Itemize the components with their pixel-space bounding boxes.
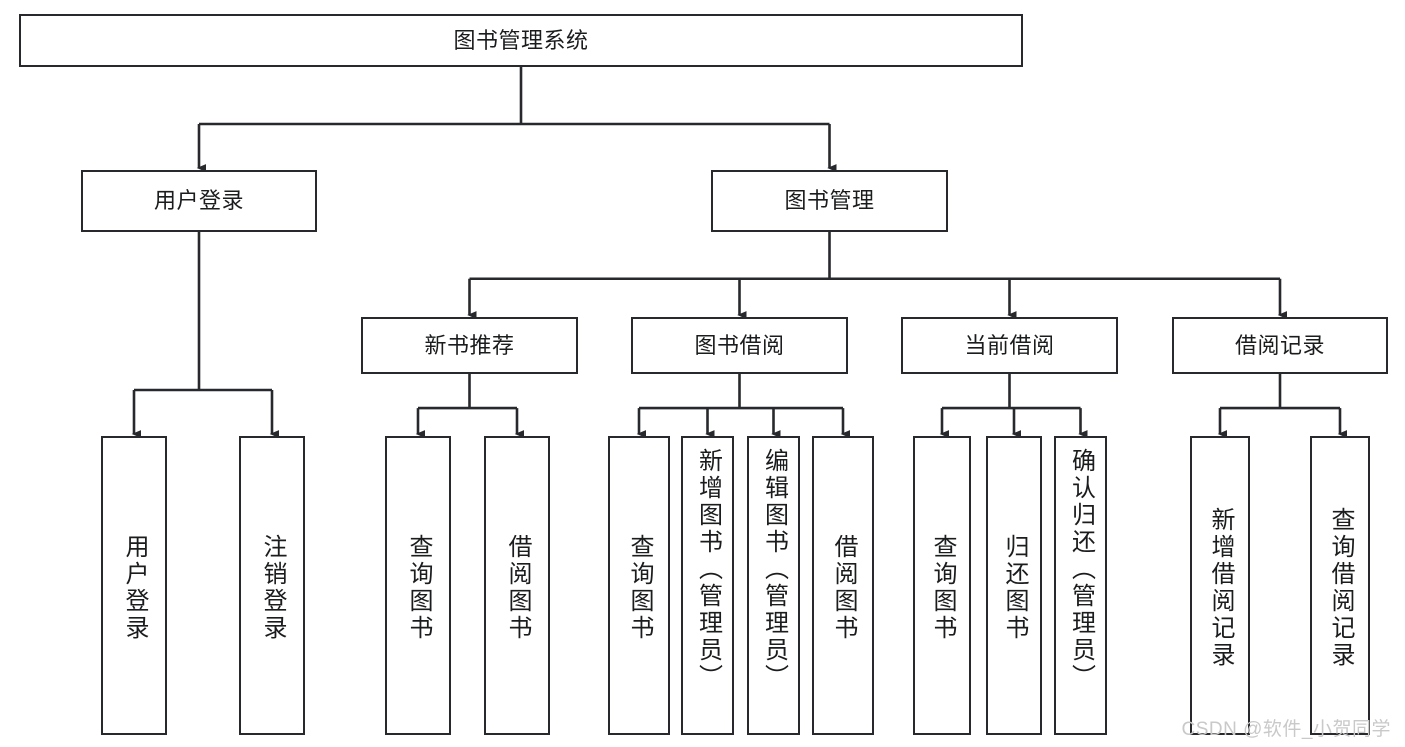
node-book-borrow-label: 图书借阅 (694, 332, 785, 358)
node-user-login-label: 用户登录 (153, 188, 244, 214)
node-leaf-borrow-book-rec[interactable]: 借阅图书 (484, 436, 550, 735)
node-leaf-add-borrow-record-label: 新增借阅记录 (1207, 506, 1234, 669)
edge-bus (469, 232, 1280, 281)
node-leaf-edit-book-admin-label: 编辑图书（管理员） (760, 448, 788, 691)
node-root-label: 图书管理系统 (453, 27, 589, 53)
node-leaf-user-logout-label: 注销登录 (259, 533, 286, 642)
node-leaf-query-book-cur-label: 查询图书 (929, 533, 956, 642)
node-borrow-record-label: 借阅记录 (1234, 332, 1325, 358)
node-leaf-query-borrow-record-label: 查询借阅记录 (1327, 506, 1354, 669)
node-leaf-borrow-book[interactable]: 借阅图书 (812, 436, 874, 735)
node-leaf-query-book-borrow[interactable]: 查询图书 (608, 436, 670, 735)
node-current-borrow-label: 当前借阅 (964, 332, 1055, 358)
node-current-borrow[interactable]: 当前借阅 (901, 317, 1118, 374)
node-new-book-recommend-label: 新书推荐 (424, 332, 515, 358)
node-leaf-confirm-return-admin-label: 确认归还（管理员） (1067, 448, 1095, 691)
node-leaf-query-borrow-record[interactable]: 查询借阅记录 (1310, 436, 1370, 735)
node-leaf-query-book-rec[interactable]: 查询图书 (385, 436, 451, 735)
node-leaf-add-book-admin[interactable]: 新增图书（管理员） (681, 436, 734, 735)
edge-bus (418, 374, 517, 410)
node-leaf-borrow-book-label: 借阅图书 (830, 533, 857, 642)
node-leaf-user-login[interactable]: 用户登录 (101, 436, 167, 735)
edge-paths (131, 67, 1348, 438)
edge-bus (639, 374, 843, 410)
edge-bus (199, 67, 830, 126)
node-leaf-confirm-return-admin[interactable]: 确认归还（管理员） (1054, 436, 1107, 735)
edge-bus (1220, 374, 1340, 410)
node-leaf-query-book-cur[interactable]: 查询图书 (913, 436, 971, 735)
edge-bus (134, 232, 272, 392)
node-book-manage-label: 图书管理 (784, 188, 875, 214)
node-leaf-add-book-admin-label: 新增图书（管理员） (694, 448, 722, 691)
node-book-manage[interactable]: 图书管理 (711, 170, 948, 232)
node-leaf-user-login-label: 用户登录 (121, 533, 148, 642)
watermark-text: CSDN @软件_小贺同学 (1181, 719, 1391, 740)
node-leaf-edit-book-admin[interactable]: 编辑图书（管理员） (747, 436, 800, 735)
node-leaf-user-logout[interactable]: 注销登录 (239, 436, 305, 735)
edge-bus (942, 374, 1081, 410)
node-leaf-query-book-rec-label: 查询图书 (405, 533, 432, 642)
node-borrow-record[interactable]: 借阅记录 (1172, 317, 1388, 374)
node-leaf-add-borrow-record[interactable]: 新增借阅记录 (1190, 436, 1250, 735)
node-root[interactable]: 图书管理系统 (19, 14, 1023, 67)
node-leaf-borrow-book-rec-label: 借阅图书 (504, 533, 531, 642)
node-new-book-recommend[interactable]: 新书推荐 (361, 317, 578, 374)
node-leaf-return-book[interactable]: 归还图书 (986, 436, 1042, 735)
node-user-login[interactable]: 用户登录 (81, 170, 317, 232)
node-leaf-return-book-label: 归还图书 (1001, 533, 1028, 642)
node-leaf-query-book-borrow-label: 查询图书 (626, 533, 653, 642)
node-book-borrow[interactable]: 图书借阅 (631, 317, 848, 374)
